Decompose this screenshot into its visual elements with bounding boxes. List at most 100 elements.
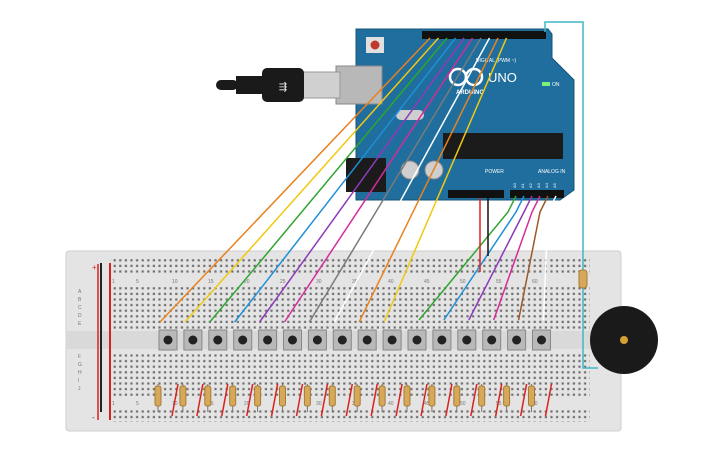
row-letter: C (78, 305, 82, 311)
column-number: 20 (244, 279, 250, 285)
column-number: 55 (496, 401, 502, 407)
jumper-wire (308, 37, 482, 323)
column-number: 20 (244, 401, 250, 407)
analog-pin-label: A4 (544, 182, 549, 188)
column-number: 50 (460, 279, 466, 285)
pushbutton[interactable] (482, 329, 502, 351)
resistor (478, 383, 503, 417)
pushbutton[interactable] (208, 329, 228, 351)
column-number: 60 (532, 279, 538, 285)
jumper-wire (468, 195, 533, 321)
pushbutton[interactable] (258, 329, 278, 351)
row-letter: D (78, 313, 82, 319)
resistor (353, 383, 378, 417)
column-number: 35 (352, 279, 358, 285)
resistor (279, 383, 304, 417)
column-number: 25 (280, 279, 286, 285)
column-number: 45 (424, 279, 430, 285)
resistor (403, 383, 428, 417)
column-number: 5 (136, 401, 139, 407)
pushbutton[interactable] (382, 329, 402, 351)
jumper-wire (209, 37, 448, 323)
usb-cable: ⇶ (216, 68, 341, 102)
column-number: 30 (316, 279, 322, 285)
jumper-wire (358, 37, 499, 323)
column-number: 55 (496, 279, 502, 285)
row-letter: A (78, 289, 82, 295)
on-led-label: ON (552, 82, 560, 88)
pushbutton[interactable] (233, 329, 253, 351)
row-letter: B (78, 297, 82, 303)
usb-symbol-icon: ⇶ (279, 81, 287, 93)
column-number: 1 (112, 401, 115, 407)
resistor (328, 383, 354, 417)
jumper-wire (492, 195, 541, 321)
analog-pin-label: A5 (552, 182, 557, 188)
arduino-uno-board: DIGITAL (PWM ~) UNO ARDUINO ON POWER ANA… (335, 28, 575, 201)
column-number: 1 (112, 279, 115, 285)
usb-jack (335, 65, 383, 105)
board-brand: ARDUINO (456, 90, 484, 96)
pushbutton[interactable] (432, 329, 452, 351)
analog-pin-label: A1 (520, 182, 525, 188)
resistor (204, 383, 229, 417)
pulldown-resistors (154, 383, 553, 417)
row-letter: I (78, 378, 79, 384)
resistor (378, 383, 403, 417)
atmega-chip (443, 133, 563, 159)
board-model: UNO (488, 70, 517, 85)
row-letter: J (78, 386, 81, 392)
column-number: 40 (388, 279, 394, 285)
row-letter: E (78, 321, 82, 327)
pushbutton[interactable] (183, 329, 203, 351)
row-letter: F (78, 354, 81, 360)
analog-pin-label: A0 (512, 182, 517, 188)
digital-header (422, 31, 546, 39)
pushbutton[interactable] (507, 329, 527, 351)
pushbutton[interactable] (457, 329, 477, 351)
top-power-rail (110, 259, 590, 273)
pushbutton[interactable] (407, 329, 427, 351)
column-number: 5 (136, 279, 139, 285)
rail-minus-label: - (92, 413, 95, 422)
on-led (542, 82, 550, 86)
analog-header (510, 190, 564, 198)
jumper-wire (258, 37, 465, 323)
resistor (453, 383, 478, 417)
power-header (448, 190, 504, 198)
row-letter: G (78, 362, 82, 368)
analog-header-label: ANALOG IN (538, 169, 566, 175)
jumper-wire (283, 37, 474, 323)
jumper-wire (159, 37, 431, 323)
top-terminal-strip (110, 285, 590, 329)
pushbutton[interactable] (158, 329, 178, 351)
pushbutton[interactable] (532, 329, 551, 351)
column-number: 30 (316, 401, 322, 407)
piezo-buzzer (544, 21, 658, 374)
resistor (428, 383, 453, 417)
column-number: 50 (460, 401, 466, 407)
jumper-wire (542, 195, 557, 321)
pushbutton[interactable] (307, 329, 327, 351)
column-number: 40 (388, 401, 394, 407)
resistor (179, 383, 204, 417)
arduino-logo (448, 67, 484, 87)
resistor (528, 383, 553, 417)
column-number: 45 (424, 401, 430, 407)
jumper-wire (418, 195, 517, 321)
jumper-wire (443, 195, 525, 321)
column-number: 10 (172, 279, 178, 285)
pushbutton[interactable] (357, 329, 377, 351)
pushbutton[interactable] (283, 329, 302, 351)
jumper-wires (159, 37, 557, 323)
jumper-wire (517, 195, 549, 321)
resistor (503, 383, 528, 417)
jumper-wire (184, 37, 440, 323)
resistor (303, 383, 329, 417)
power-header-label: POWER (485, 169, 504, 175)
bottom-power-rail (110, 408, 590, 422)
jumper-wire (234, 37, 457, 323)
resistor (254, 383, 279, 417)
pushbutton[interactable] (332, 329, 352, 351)
jumper-wire (333, 37, 491, 323)
